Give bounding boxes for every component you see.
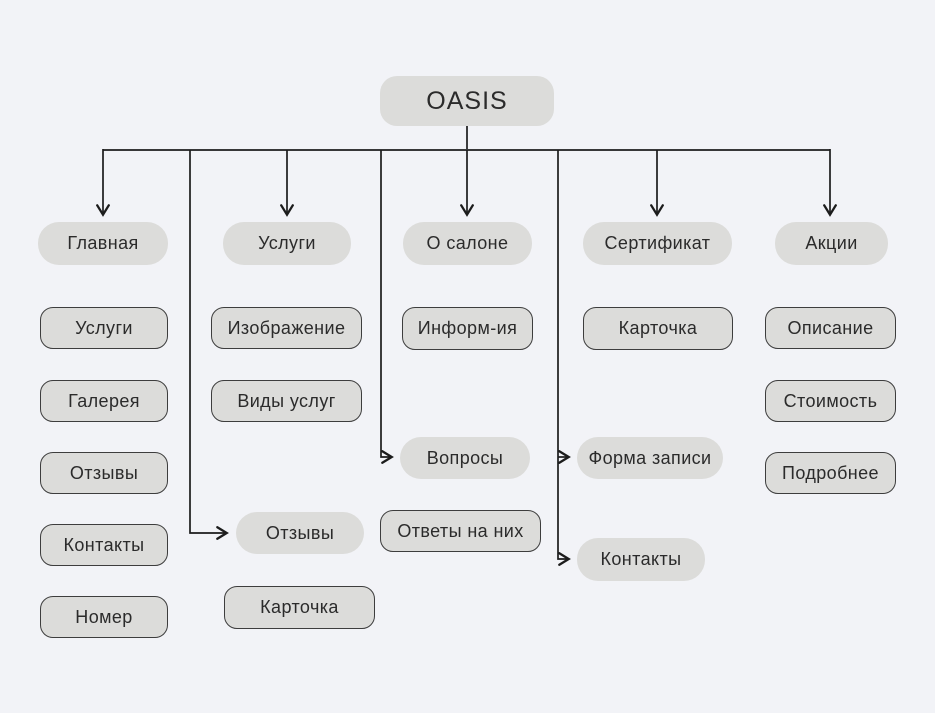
node-about[interactable]: О салоне xyxy=(403,222,532,265)
node-home-services[interactable]: Услуги xyxy=(40,307,168,349)
node-about-questions[interactable]: Вопросы xyxy=(400,437,530,479)
node-certificate-booking-form[interactable]: Форма записи xyxy=(577,437,723,479)
arrow-to-about-questions xyxy=(380,150,394,464)
node-home-contacts[interactable]: Контакты xyxy=(40,524,168,566)
node-services-card[interactable]: Карточка xyxy=(224,586,375,629)
node-home-phone[interactable]: Номер xyxy=(40,596,168,638)
node-promos-details[interactable]: Подробнее xyxy=(765,452,896,494)
node-about-answers[interactable]: Ответы на них xyxy=(380,510,541,552)
node-services[interactable]: Услуги xyxy=(223,222,351,265)
node-promos[interactable]: Акции xyxy=(775,222,888,265)
branch-certificate-sub xyxy=(557,150,571,566)
node-services-types[interactable]: Виды услуг xyxy=(211,380,362,422)
node-services-image[interactable]: Изображение xyxy=(211,307,362,349)
node-certificate[interactable]: Сертификат xyxy=(583,222,732,265)
node-promos-description[interactable]: Описание xyxy=(765,307,896,349)
node-home[interactable]: Главная xyxy=(38,222,168,265)
node-about-info[interactable]: Информ-ия xyxy=(402,307,533,350)
node-root-oasis[interactable]: OASIS xyxy=(380,76,554,126)
node-home-gallery[interactable]: Галерея xyxy=(40,380,168,422)
node-promos-price[interactable]: Стоимость xyxy=(765,380,896,422)
node-certificate-card[interactable]: Карточка xyxy=(583,307,733,350)
node-certificate-contacts[interactable]: Контакты xyxy=(577,538,705,581)
node-home-reviews[interactable]: Отзывы xyxy=(40,452,168,494)
node-services-reviews[interactable]: Отзывы xyxy=(236,512,364,554)
